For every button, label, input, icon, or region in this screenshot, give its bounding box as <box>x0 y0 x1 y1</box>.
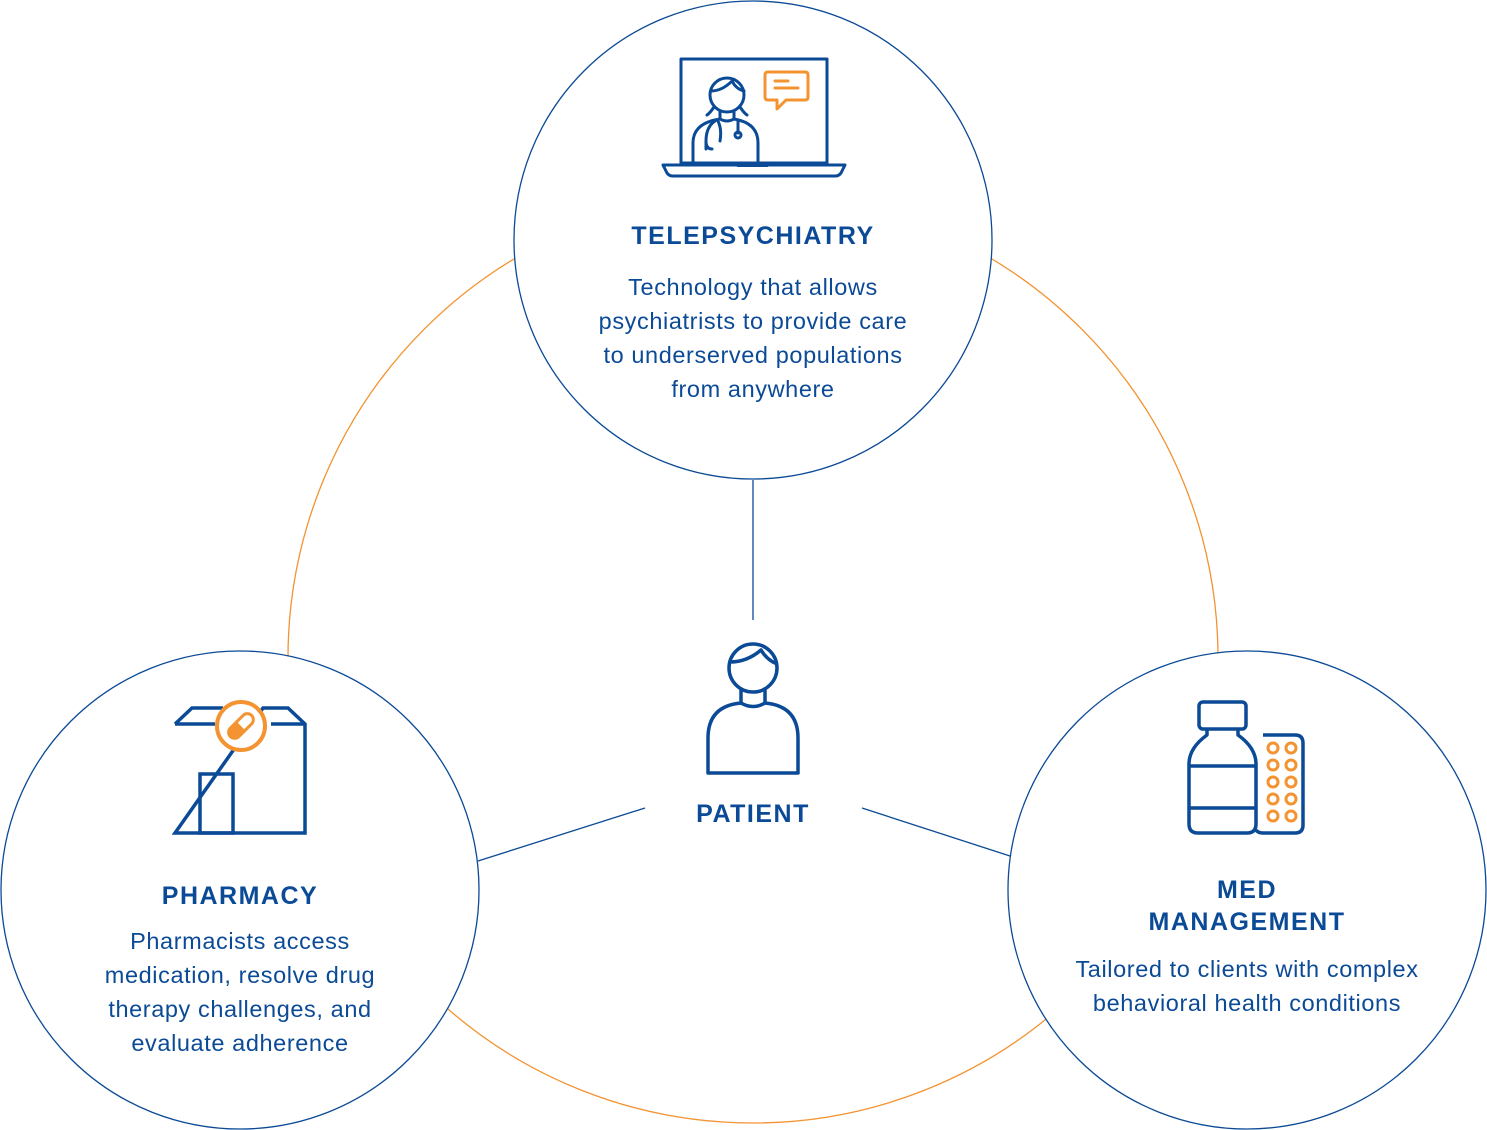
telepsychiatry-node: TELEPSYCHIATRY Technology that allows ps… <box>553 220 953 406</box>
pharmacy-description: Pharmacists access medication, resolve d… <box>104 928 376 1056</box>
pharmacy-node: PHARMACY Pharmacists access medication, … <box>40 880 440 1060</box>
med-management-node: MED MANAGEMENT Tailored to clients with … <box>1047 874 1447 1020</box>
connector-patient-pharmacy <box>477 807 646 862</box>
med-management-title-line1: MED <box>1216 876 1278 904</box>
pharmacy-circle <box>0 650 480 1130</box>
laptop-doctor-icon <box>661 57 847 178</box>
patient-label: PATIENT <box>696 800 810 828</box>
telepsychiatry-description: Technology that allows psychiatrists to … <box>598 274 908 402</box>
telepsychiatry-title: TELEPSYCHIATRY <box>631 222 875 250</box>
med-management-description: Tailored to clients with complex behavio… <box>1075 956 1419 1016</box>
pharmacy-title: PHARMACY <box>161 882 319 910</box>
med-management-circle <box>1007 650 1487 1130</box>
person-icon <box>706 642 800 775</box>
patient-node: PATIENT <box>653 798 853 830</box>
pharmacy-building-icon <box>171 700 307 835</box>
telepsychiatry-circle <box>513 0 993 480</box>
med-management-title-line2: MANAGEMENT <box>1148 908 1346 936</box>
pill-bottle-icon <box>1187 700 1305 835</box>
connector-patient-med-management <box>861 807 1011 857</box>
